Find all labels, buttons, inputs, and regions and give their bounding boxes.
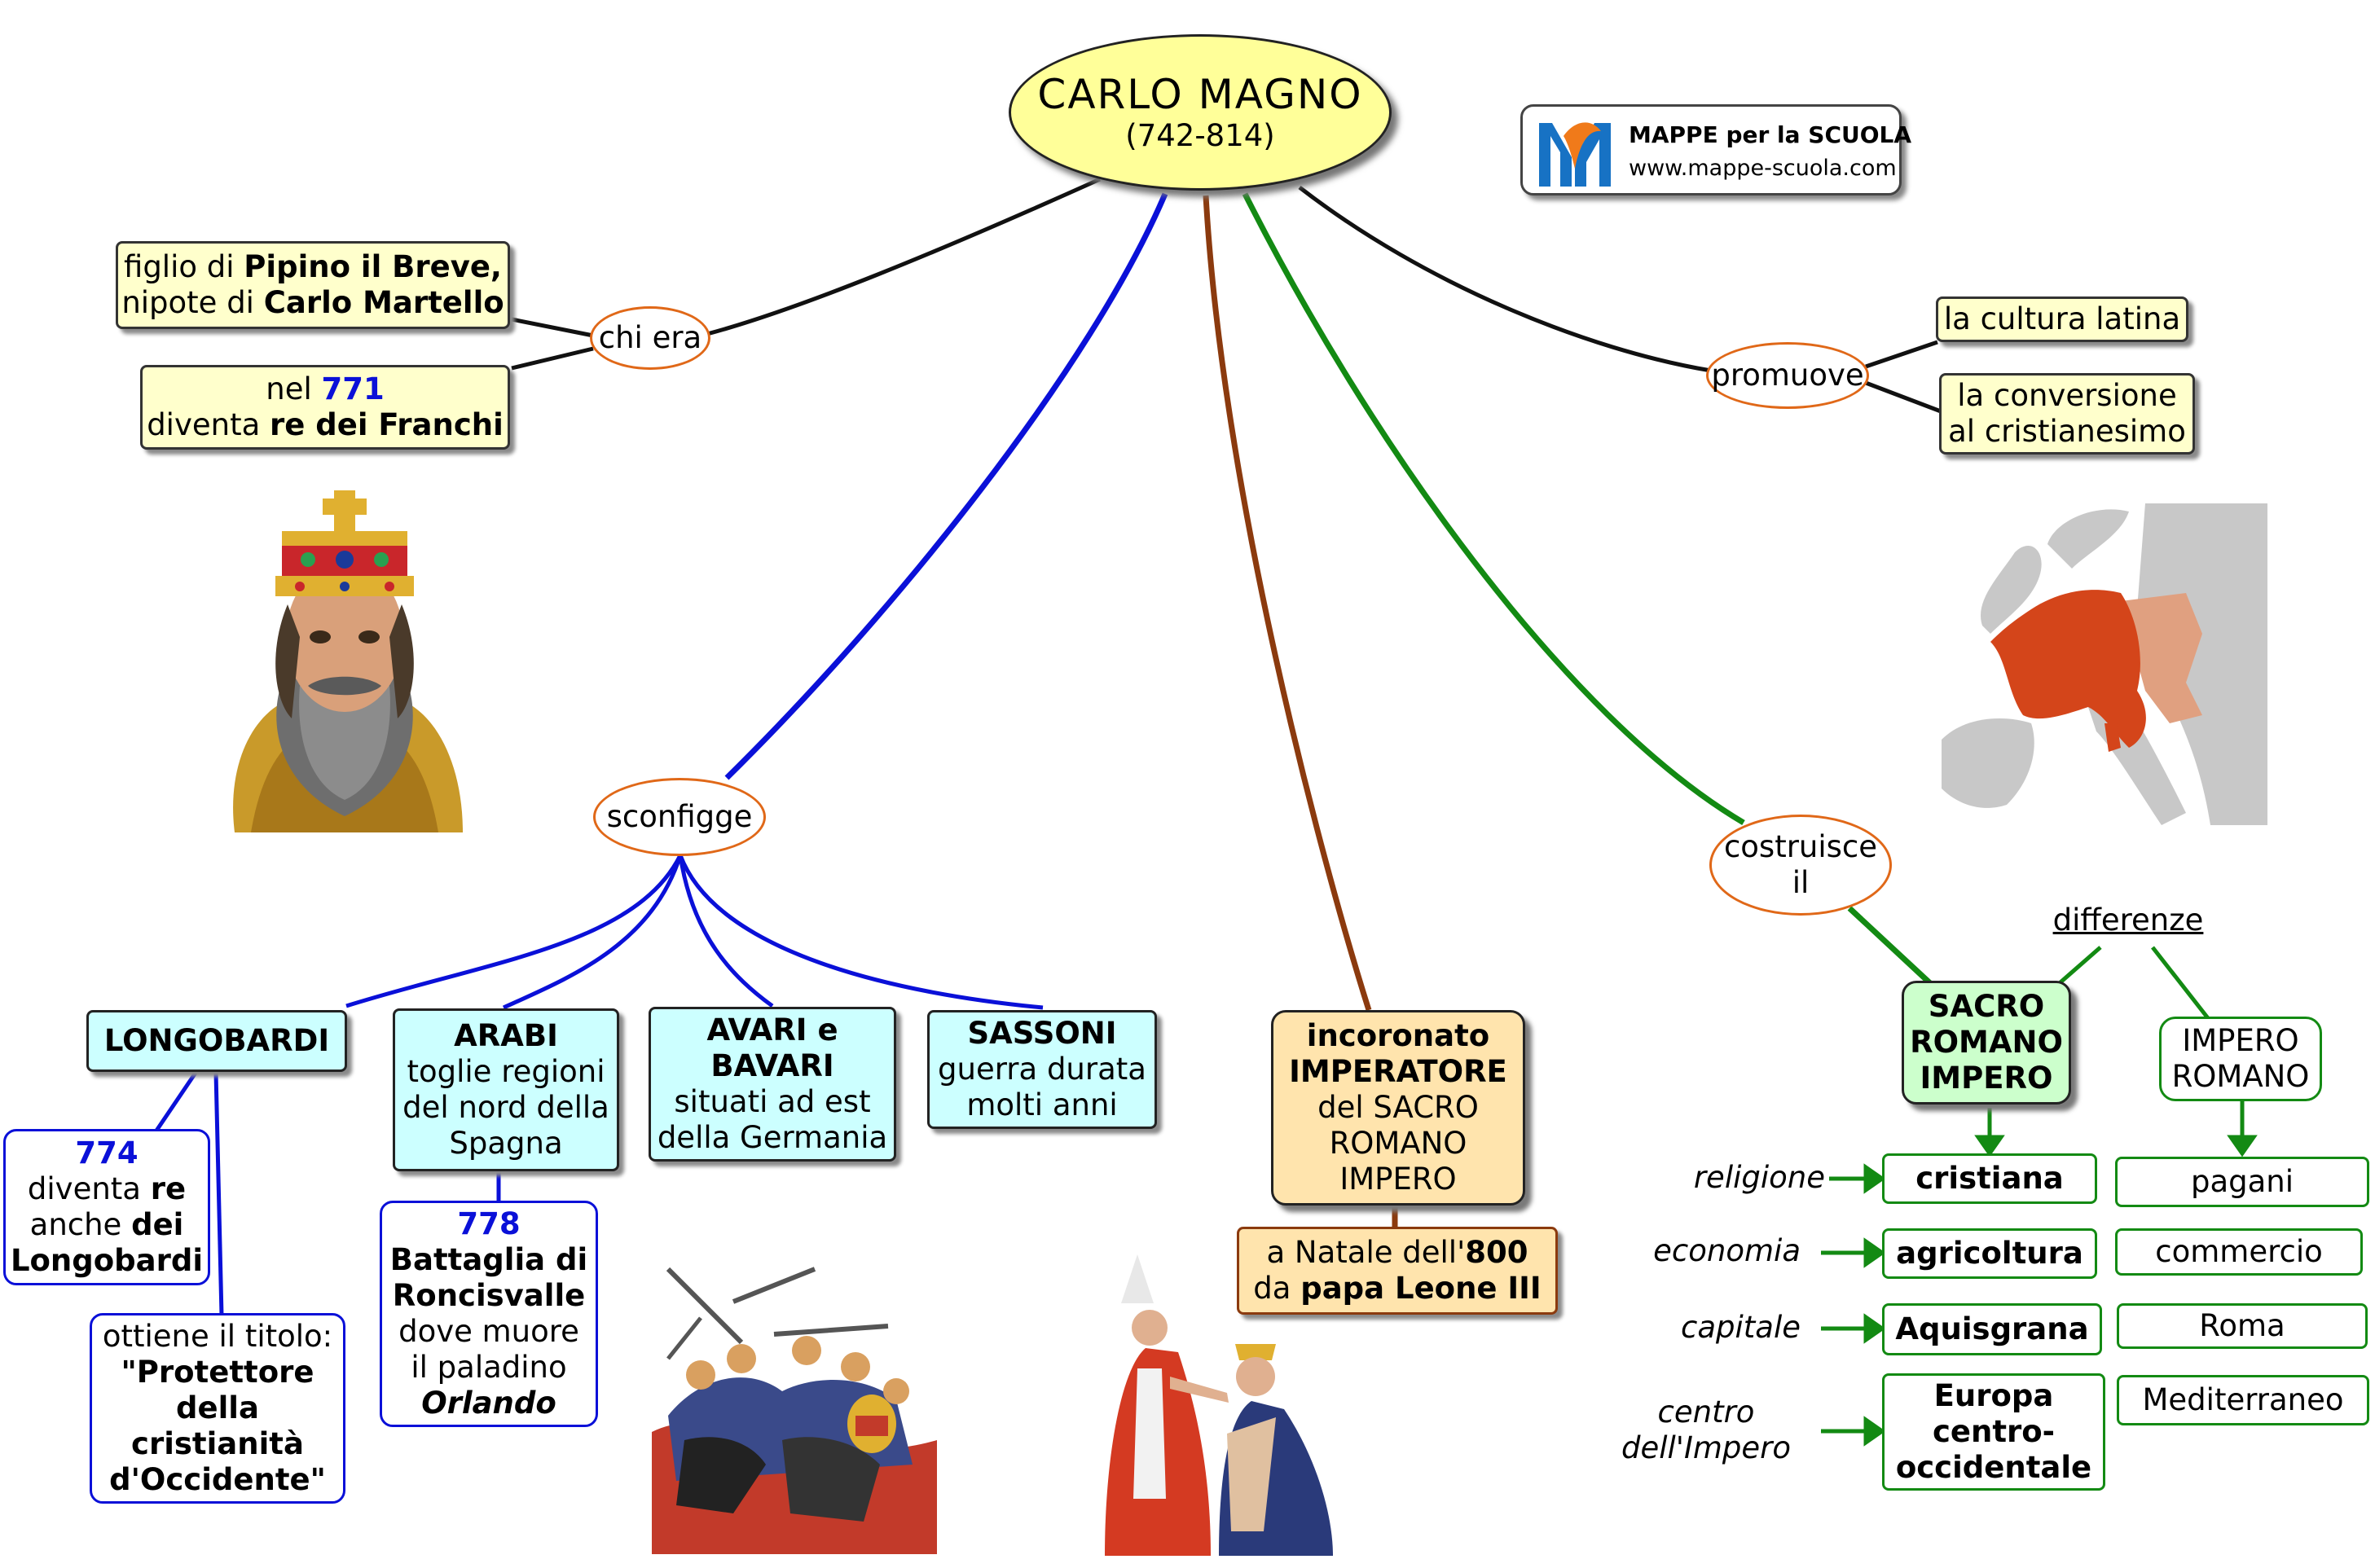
logo-url: www.mappe-scuola.com (1629, 156, 1897, 181)
logo-badge[interactable]: MAPPE per la SCUOLA www.mappe-scuola.com (1520, 104, 1911, 195)
link-sconfigge: sconfigge (593, 778, 766, 856)
coronation-illustration-image (1105, 1254, 1333, 1556)
title-name: CARLO MAGNO (1037, 71, 1363, 118)
charlemagne-portrait-image (233, 490, 463, 832)
holy-roman-empire-box: SACRO ROMANO IMPERO (1902, 981, 2071, 1105)
christmas-800-box: a Natale dell'800 da papa Leone III (1237, 1227, 1558, 1315)
arabi-box: ARABI toglie regioni del nord della Spag… (393, 1008, 619, 1171)
sacro-capitale-box: Aquisgrana (1882, 1303, 2102, 1355)
sacro-religione-box: cristiana (1882, 1153, 2097, 1204)
link-chi-era: chi era (590, 306, 710, 370)
christian-conversion-box: la conversione al cristianesimo (1939, 373, 2195, 455)
crowned-emperor-box: incoronato IMPERATORE del SACRO ROMANO I… (1271, 1010, 1525, 1206)
logo-m-icon (1539, 122, 1611, 187)
label-capitale: capitale (1680, 1310, 1801, 1345)
sacro-economia-box: agricoltura (1882, 1228, 2097, 1279)
sacro-centro-box: Europa centro- occidentale (1882, 1373, 2105, 1491)
label-economia: economia (1653, 1233, 1801, 1268)
king-franks-box: nel 771 diventa re dei Franchi (140, 365, 510, 450)
romano-capitale-box: Roma (2117, 1303, 2368, 1349)
romano-religione-box: pagani (2115, 1157, 2369, 1207)
longobardi-box: LONGOBARDI (86, 1010, 347, 1072)
latin-culture-box: la cultura latina (1936, 296, 2188, 342)
romano-centro-box: Mediterraneo (2117, 1375, 2369, 1425)
europe-map-image (1942, 503, 2267, 825)
king-longobards-box: 774 diventa re anche dei Longobardi (3, 1129, 210, 1285)
sassoni-box: SASSONI guerra durata molti anni (927, 1010, 1157, 1129)
differenze-label: differenze (2052, 903, 2204, 938)
protector-title-box: ottiene il titolo: "Protettore della cri… (90, 1313, 345, 1504)
link-promuove: promuove (1706, 342, 1869, 409)
title-dates: (742-814) (1125, 118, 1275, 153)
roncisvalle-box: 778 Battaglia di Roncisvalle dove muore … (380, 1201, 598, 1427)
label-centro-impero: centro dell'Impero (1621, 1395, 1792, 1465)
parentage-box: figlio di Pipino il Breve, nipote di Car… (116, 241, 510, 329)
logo-title: MAPPE per la SCUOLA (1629, 121, 1912, 148)
avari-box: AVARI e BAVARI situati ad est della Germ… (649, 1007, 896, 1162)
label-religione: religione (1693, 1160, 1825, 1195)
battle-illustration-image (652, 1267, 937, 1554)
title-node: CARLO MAGNO (742-814) (1009, 34, 1392, 191)
roman-empire-box: IMPERO ROMANO (2159, 1017, 2322, 1101)
link-costruisce: costruisce il (1709, 815, 1892, 916)
romano-economia-box: commercio (2115, 1228, 2363, 1276)
